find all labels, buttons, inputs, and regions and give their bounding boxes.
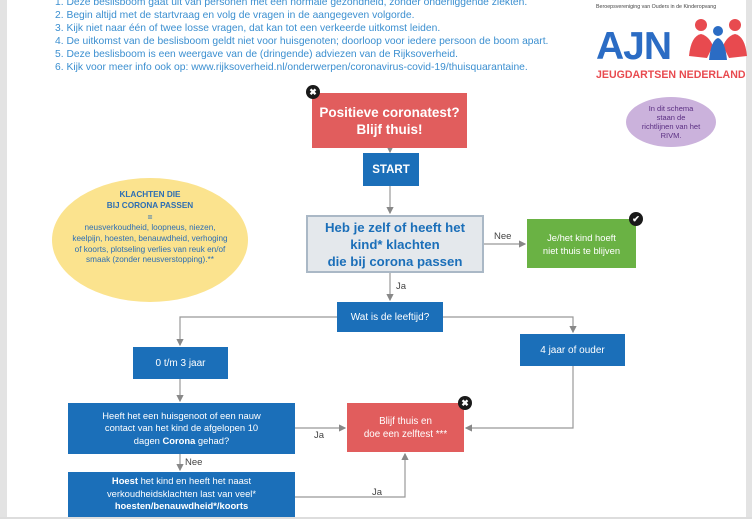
right-border bbox=[746, 0, 752, 519]
cough-question-line: het kind en heeft het naast bbox=[137, 475, 252, 486]
instruction-item: 2. Begin altijd met de startvraag en vol… bbox=[55, 10, 415, 22]
no-label: Nee bbox=[494, 231, 512, 242]
check-icon: ✔ bbox=[629, 212, 643, 226]
instructions-list: 1. Deze beslisboom gaat uit van personen… bbox=[55, 0, 548, 75]
stay-home-line: Blijf thuis en bbox=[379, 415, 432, 427]
yes-label: Ja bbox=[396, 281, 407, 292]
symptoms-body: neusverkoudheid, loopneus, niezen, keelp… bbox=[72, 223, 228, 265]
yes-label: Ja bbox=[314, 430, 325, 441]
cough-question-line: verkoudheidsklachten last van veel* bbox=[106, 487, 257, 499]
positive-test-box: Positieve coronatest?Blijf thuis! bbox=[312, 93, 467, 148]
age-4-plus-box: 4 jaar of ouder bbox=[520, 334, 625, 366]
association-text: Beroepsvereniging van Ouders in de Kinde… bbox=[596, 4, 717, 10]
rivm-note-text: In dit schema staan de richtlijnen van h… bbox=[641, 104, 701, 140]
household-question-bold: Corona bbox=[162, 434, 196, 446]
household-question-line: gehad? bbox=[195, 434, 230, 446]
family-logo-icon bbox=[689, 19, 747, 60]
instruction-item: 5. Deze beslisboom is een weergave van d… bbox=[55, 49, 458, 61]
household-question-line: Heeft het een huisgenoot of een nauw bbox=[102, 409, 261, 421]
cough-question-bold: Hoest bbox=[111, 475, 138, 486]
ajn-logo-text: AJN bbox=[596, 25, 672, 68]
symptoms-equals: = bbox=[147, 213, 153, 222]
symptoms-title-line: BIJ CORONA PASSEN bbox=[106, 200, 194, 210]
rivm-note: In dit schema staan de richtlijnen van h… bbox=[626, 97, 716, 147]
instruction-item: 1. Deze beslisboom gaat uit van personen… bbox=[55, 0, 528, 8]
no-stay-home-line: Je/het kind hoeft bbox=[547, 231, 616, 243]
symptoms-title-line: KLACHTEN DIE bbox=[119, 190, 181, 199]
symptoms-question-line: die bij corona passen bbox=[327, 253, 463, 269]
household-question-line: contact van het kind de afgelopen 10 bbox=[104, 422, 259, 434]
symptoms-question-line: kind* klachten bbox=[350, 236, 440, 252]
age-0-3-box: 0 t/m 3 jaar bbox=[133, 347, 228, 379]
instruction-item: 6. Kijk voor meer info ook op: www.rijks… bbox=[55, 62, 528, 74]
close-icon: ✖ bbox=[458, 396, 472, 410]
yes-label: Ja bbox=[372, 487, 383, 498]
start-box: START bbox=[363, 153, 419, 186]
instruction-item: 4. De uitkomst van de beslisboom geldt n… bbox=[55, 36, 549, 48]
instruction-item: 3. Kijk niet naar één of twee losse vrag… bbox=[55, 23, 441, 35]
no-stay-home-line: niet thuis te blijven bbox=[542, 244, 621, 256]
close-icon: ✖ bbox=[306, 85, 320, 99]
positive-test-line: Blijf thuis! bbox=[356, 121, 423, 137]
logo-subtitle: JEUGDARTSEN NEDERLAND bbox=[596, 69, 746, 81]
positive-test-line: Positieve coronatest? bbox=[319, 104, 460, 120]
household-question-line: dagen bbox=[133, 434, 163, 446]
symptoms-question-line: Heb je zelf of heeft het bbox=[325, 219, 465, 235]
left-border bbox=[0, 0, 7, 519]
no-label: Nee bbox=[185, 457, 203, 468]
stay-home-line: doe een zelftest *** bbox=[363, 428, 448, 440]
cough-question-bold: hoesten/benauwdheid*/koorts bbox=[114, 500, 249, 511]
age-question-box: Wat is de leeftijd? bbox=[337, 302, 443, 332]
bottom-divider bbox=[0, 517, 752, 519]
